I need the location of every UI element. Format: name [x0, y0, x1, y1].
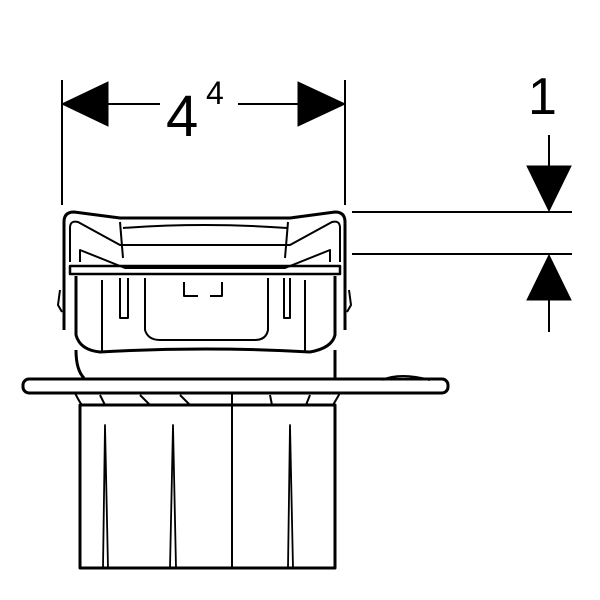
grate-inner-edge	[79, 249, 331, 269]
arrow-down-icon	[526, 165, 572, 213]
arrow-up-icon	[526, 253, 572, 301]
grate-crossbar	[68, 264, 342, 276]
height-value: 1	[528, 68, 557, 126]
grate-side-posts	[119, 221, 289, 259]
flange-ribs	[99, 393, 311, 406]
trap-body	[74, 276, 337, 354]
arrow-right-icon	[297, 81, 347, 127]
grate-frame-inner	[69, 220, 341, 262]
width-superscript: 4	[206, 75, 224, 111]
side-latches	[57, 289, 352, 313]
flange	[21, 377, 450, 395]
body-notch	[183, 282, 223, 297]
tube-ribs	[102, 424, 294, 569]
grate-frame-outer	[62, 210, 347, 330]
arrow-left-icon	[60, 81, 109, 127]
flange-tab	[381, 375, 431, 381]
body-clips	[119, 278, 291, 319]
outlet-tube	[78, 403, 337, 570]
flange-underside	[74, 392, 341, 406]
body-panel-lines	[101, 280, 306, 352]
height-dimension	[352, 135, 572, 332]
body-window	[144, 278, 269, 341]
drain-part	[21, 210, 450, 570]
width-dimension	[60, 80, 347, 205]
body-neck	[74, 349, 337, 380]
width-value: 4	[166, 84, 198, 149]
grate-top-curve	[122, 224, 288, 229]
